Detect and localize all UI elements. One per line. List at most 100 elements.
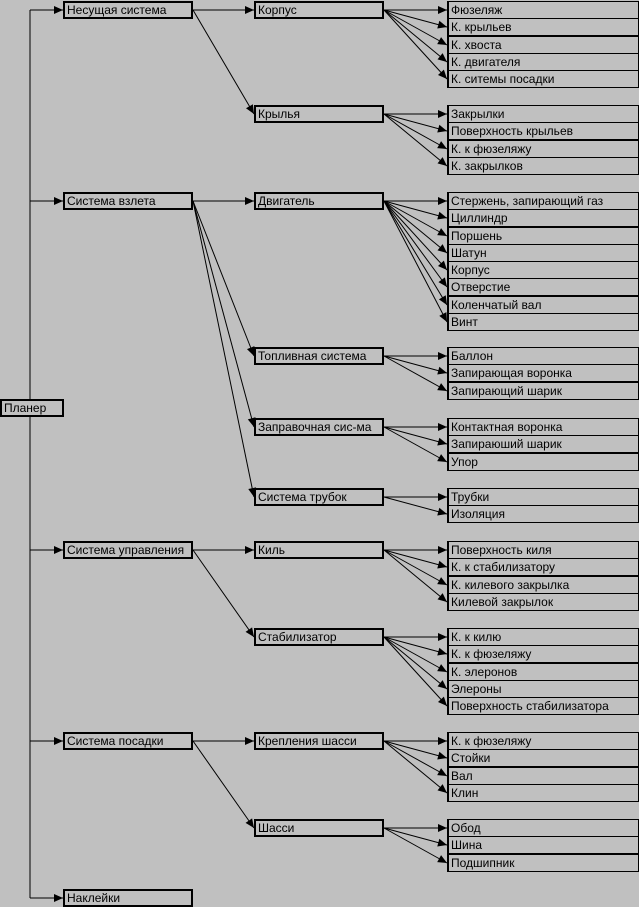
leaf-node: Запирающая воронка bbox=[447, 364, 639, 382]
group-connector-head bbox=[245, 6, 254, 14]
leaf-connector bbox=[383, 200, 448, 237]
leaf-node: Элероны bbox=[447, 680, 639, 698]
branch-node: Система взлета bbox=[63, 192, 193, 210]
leaf-connector-head bbox=[437, 211, 447, 220]
group-connector bbox=[192, 549, 255, 638]
leaf-connector-head bbox=[438, 277, 447, 287]
leaf-connector-head bbox=[438, 197, 447, 205]
leaf-node: Винт bbox=[447, 313, 639, 331]
leaf-connector bbox=[383, 113, 448, 150]
leaf-connector-head bbox=[438, 493, 447, 501]
leaf-connector bbox=[383, 426, 448, 445]
leaf-connector-head bbox=[437, 593, 447, 602]
leaf-connector bbox=[383, 636, 448, 707]
group-connector-head bbox=[245, 627, 254, 637]
leaf-connector-head bbox=[437, 20, 447, 29]
group-node: Заправочная сис-ма bbox=[254, 418, 384, 436]
leaf-connector bbox=[383, 740, 448, 794]
leaf-connector-head bbox=[437, 228, 447, 236]
leaf-node: Клин bbox=[447, 784, 639, 802]
leaf-connector bbox=[383, 827, 448, 846]
group-connector bbox=[192, 200, 255, 357]
leaf-connector bbox=[383, 426, 448, 463]
leaf-node: Фюзеляж bbox=[447, 1, 639, 19]
branch-node: Наклейки bbox=[63, 889, 193, 907]
leaf-node: Циллиндр bbox=[447, 209, 639, 227]
leaf-connector-head bbox=[438, 295, 447, 305]
group-node: Стабилизатор bbox=[254, 628, 384, 646]
branch-connector-head bbox=[54, 894, 63, 902]
leaf-connector bbox=[383, 200, 448, 271]
leaf-node: К. к фюзеляжу bbox=[447, 732, 639, 750]
group-node: Корпус bbox=[254, 1, 384, 19]
leaf-node: К. крыльев bbox=[447, 18, 639, 36]
leaf-connector-head bbox=[437, 784, 447, 793]
leaf-node: Стойки bbox=[447, 749, 639, 767]
leaf-connector bbox=[383, 113, 448, 167]
leaf-node: Вал bbox=[447, 767, 639, 785]
leaf-connector bbox=[383, 9, 448, 46]
branch-connector-head bbox=[54, 197, 63, 205]
leaf-node: К. хвоста bbox=[447, 36, 639, 54]
leaf-node: Изоляция bbox=[447, 505, 639, 523]
leaf-node: Коленчатый вал bbox=[447, 296, 639, 314]
leaf-node: Трубки bbox=[447, 488, 639, 506]
leaf-connector bbox=[383, 355, 448, 392]
leaf-node: Закрылки bbox=[447, 105, 639, 123]
group-node: Топливная система bbox=[254, 347, 384, 365]
leaf-connector bbox=[383, 200, 448, 219]
leaf-connector-head bbox=[437, 680, 447, 689]
leaf-connector bbox=[383, 827, 448, 864]
group-node: Киль bbox=[254, 541, 384, 559]
leaf-node: К. элеронов bbox=[447, 663, 639, 681]
leaf-connector-head bbox=[437, 69, 447, 79]
group-connector-head bbox=[246, 346, 255, 356]
leaf-connector-head bbox=[438, 352, 447, 360]
leaf-node: Поверхность стабилизатора bbox=[447, 697, 639, 715]
leaf-connector-head bbox=[437, 696, 447, 706]
group-connector bbox=[192, 740, 255, 829]
group-node: Двигатель bbox=[254, 192, 384, 210]
leaf-connector bbox=[383, 113, 448, 132]
group-connector-head bbox=[245, 546, 254, 554]
leaf-node: Поверхность киля bbox=[447, 541, 639, 559]
leaf-connector bbox=[383, 9, 448, 28]
leaf-connector bbox=[383, 636, 448, 655]
leaf-node: Обод bbox=[447, 819, 639, 837]
leaf-connector-head bbox=[437, 454, 447, 462]
leaf-connector-head bbox=[437, 664, 447, 672]
leaf-node: Запирающий шарик bbox=[447, 382, 639, 400]
leaf-connector-head bbox=[437, 53, 447, 62]
branch-node: Система управления bbox=[63, 541, 193, 559]
leaf-node: Контактная воронка bbox=[447, 418, 639, 436]
leaf-node: Упор bbox=[447, 453, 639, 471]
group-node: Крепления шасси bbox=[254, 732, 384, 750]
leaf-connector-head bbox=[437, 124, 447, 133]
group-node: Шасси bbox=[254, 819, 384, 837]
group-connector bbox=[192, 200, 255, 428]
group-connector-head bbox=[245, 818, 254, 828]
leaf-node: Шина bbox=[447, 836, 639, 854]
leaf-node: К. закрылков bbox=[447, 157, 639, 175]
leaf-connector bbox=[383, 355, 448, 374]
group-connector bbox=[192, 200, 255, 498]
leaf-connector-head bbox=[437, 577, 447, 585]
leaf-connector bbox=[383, 200, 448, 254]
leaf-node: Поверхность крыльев bbox=[447, 122, 639, 140]
branch-connector-head bbox=[54, 546, 63, 554]
leaf-connector-head bbox=[437, 647, 447, 656]
branch-connector-head bbox=[54, 6, 63, 14]
group-node: Крылья bbox=[254, 105, 384, 123]
group-connector bbox=[192, 9, 255, 115]
leaf-connector bbox=[383, 549, 448, 568]
leaf-node: Корпус bbox=[447, 261, 639, 279]
leaf-connector-head bbox=[437, 244, 447, 253]
leaf-connector-head bbox=[437, 260, 447, 270]
leaf-connector bbox=[383, 9, 448, 80]
leaf-connector-head bbox=[438, 633, 447, 641]
leaf-node: Баллон bbox=[447, 347, 639, 365]
group-connector-head bbox=[247, 417, 256, 427]
leaf-node: К. к стабилизатору bbox=[447, 558, 639, 576]
leaf-connector bbox=[383, 200, 448, 306]
branch-node: Несущая система bbox=[63, 1, 193, 19]
